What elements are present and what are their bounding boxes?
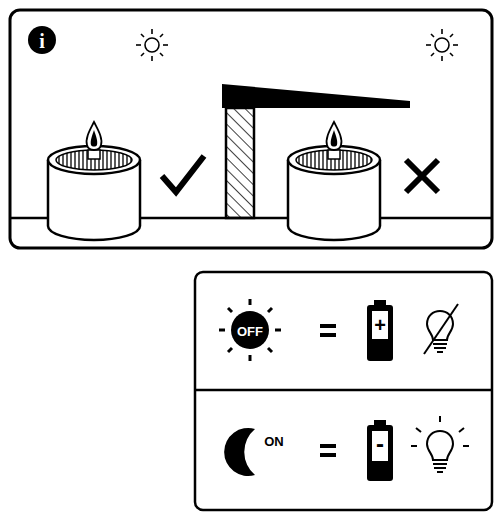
switch-state: ON: [264, 435, 284, 448]
charge-sign: -: [376, 432, 384, 456]
charge-sign: +: [374, 315, 386, 335]
info-icon-letter: i: [39, 31, 45, 51]
switch-state: OFF: [237, 325, 263, 338]
